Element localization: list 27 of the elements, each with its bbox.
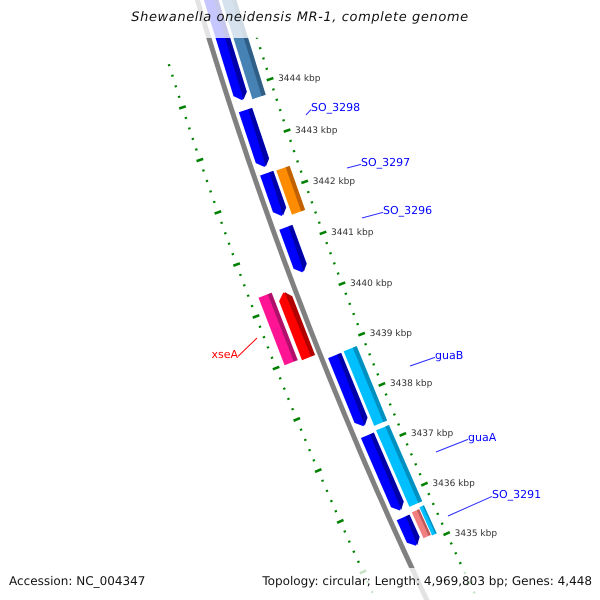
leader-line — [306, 109, 312, 116]
gene-label: SO_3291 — [492, 488, 542, 501]
leader-line — [238, 338, 258, 357]
gene-label: SO_3297 — [361, 156, 410, 169]
scale-label: 3437 kbp — [410, 429, 454, 440]
scale-label: 3444 kbp — [278, 74, 320, 86]
scale-label: 3438 kbp — [390, 379, 432, 390]
leader-line — [346, 164, 362, 168]
gene-label: SO_3298 — [311, 101, 360, 114]
diagram-title: Shewanella oneidensis MR-1, complete genome — [131, 10, 469, 25]
gene-label: guaA — [468, 431, 496, 444]
scale-label: 3435 kbp — [454, 528, 498, 540]
scale-label: 3442 kbp — [312, 176, 356, 188]
scale-label: 3436 kbp — [432, 479, 475, 490]
gene-label: xseA — [211, 348, 238, 361]
scale-label: 3440 kbp — [350, 278, 392, 290]
accession-label: Accession: NC_004347 — [9, 574, 146, 588]
genome-stats-label: Topology: circular; Length: 4,969,803 bp; Genes: 4,448 — [262, 574, 592, 588]
leader-line — [362, 212, 384, 218]
gene-label: SO_3296 — [383, 204, 432, 217]
leader-line — [436, 438, 468, 452]
scale-label: 3439 kbp — [370, 329, 412, 340]
leader-line — [448, 496, 492, 516]
scale-label: 3441 kbp — [331, 228, 374, 239]
scale-label: 3443 kbp — [295, 126, 338, 137]
gene-label: guaB — [435, 349, 464, 362]
leader-line — [410, 356, 436, 366]
